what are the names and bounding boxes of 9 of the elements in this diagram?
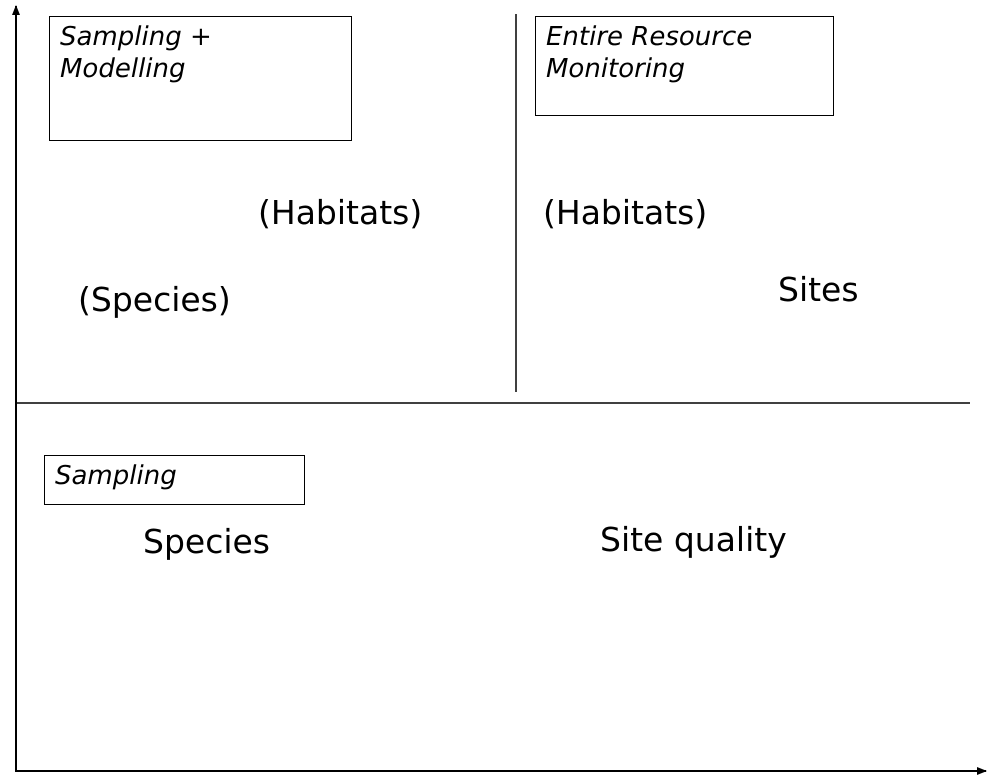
method-box: Sampling + Modelling [49,16,352,141]
category-label: Sites [778,270,859,310]
method-box: Entire Resource Monitoring [535,16,834,116]
category-label: Species [143,522,270,562]
category-label: (Habitats) [543,193,708,233]
category-label: (Species) [78,280,231,320]
method-box: Sampling [44,455,305,505]
category-label: (Habitats) [258,193,422,233]
category-label: Site quality [600,520,787,560]
